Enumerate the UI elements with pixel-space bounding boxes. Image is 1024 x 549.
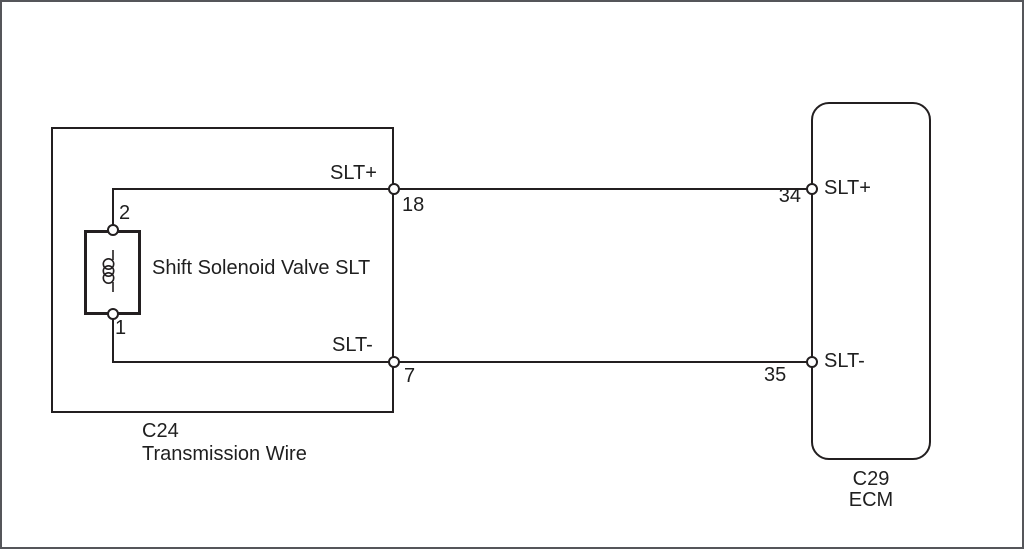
c24-pin18-label: 18 bbox=[402, 194, 425, 216]
wire-solenoid-pin1 bbox=[112, 313, 114, 363]
wire-slt-plus bbox=[113, 188, 812, 190]
c29-caption: C29 ECM bbox=[811, 469, 931, 511]
c24-pin18-terminal-icon bbox=[388, 183, 400, 195]
solenoid-pin2-label: 2 bbox=[119, 202, 131, 224]
ecm-pin34-terminal-icon bbox=[806, 183, 818, 195]
slt-minus-right-label: SLT- bbox=[824, 350, 865, 372]
ecm-pin35-label: 35 bbox=[764, 364, 787, 386]
c24-pin7-terminal-icon bbox=[388, 356, 400, 368]
solenoid-pin2-terminal-icon bbox=[107, 224, 119, 236]
c24-pin7-label: 7 bbox=[404, 365, 416, 387]
ecm-pin34-label: 34 bbox=[778, 185, 801, 207]
ecm-connector-box bbox=[811, 102, 931, 460]
c24-caption: C24 Transmission Wire bbox=[142, 420, 307, 466]
wire-solenoid-pin2 bbox=[112, 188, 114, 232]
solenoid-pin1-terminal-icon bbox=[107, 308, 119, 320]
c29-connector-name: ECM bbox=[848, 489, 894, 511]
solenoid-coil-icon bbox=[102, 250, 115, 292]
c24-connector-code: C24 bbox=[142, 420, 179, 442]
c24-connector-name: Transmission Wire bbox=[142, 443, 307, 465]
slt-minus-left-label: SLT- bbox=[332, 334, 373, 356]
slt-plus-left-label: SLT+ bbox=[330, 162, 377, 184]
solenoid-pin1-label: 1 bbox=[115, 317, 127, 339]
wire-slt-minus bbox=[113, 361, 812, 363]
ecm-pin35-terminal-icon bbox=[806, 356, 818, 368]
slt-plus-right-label: SLT+ bbox=[824, 177, 871, 199]
c29-connector-code: C29 bbox=[852, 468, 890, 490]
transmission-wire-connector-box bbox=[51, 127, 394, 413]
solenoid-name-label: Shift Solenoid Valve SLT bbox=[152, 257, 371, 279]
